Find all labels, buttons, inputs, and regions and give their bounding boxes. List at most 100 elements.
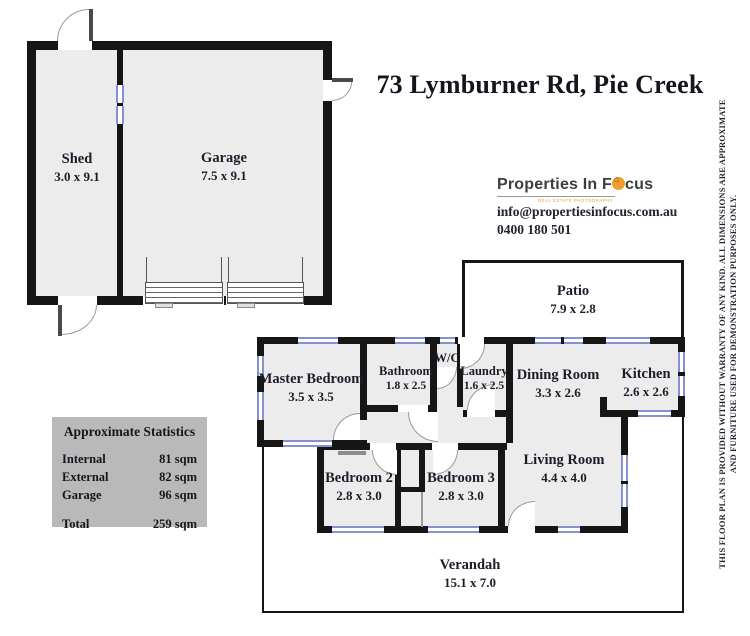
room-name: Verandah: [439, 557, 501, 573]
statistics-title: Approximate Statistics: [63, 424, 196, 439]
room-label-patio: Patio 7.9 x 2.8: [503, 283, 643, 317]
wall-segment: [360, 341, 367, 420]
stat-value: 259 sqm: [152, 517, 197, 531]
room-dims: 3.3 x 2.6: [535, 384, 581, 400]
room-dims: 2.8 x 3.0: [438, 487, 484, 503]
room-label-bathroom: Bathroom 1.8 x 2.5: [356, 364, 456, 393]
wall-segment: [430, 341, 437, 407]
window: [621, 484, 628, 507]
door-opening: [58, 296, 97, 305]
stat-value: 82 sqm: [159, 470, 197, 484]
door-opening: [370, 443, 396, 450]
room-dims: 3.0 x 9.1: [54, 168, 100, 184]
wall-segment: [317, 443, 507, 450]
stat-row-garage: Garage 96 sqm: [52, 488, 207, 503]
door-opening: [398, 405, 428, 412]
wall-segment: [27, 41, 36, 305]
logo-divider: [497, 196, 615, 197]
garage-door-track: [302, 257, 303, 283]
room-label-garage: Garage 7.5 x 9.1: [154, 150, 294, 184]
stat-label: Garage: [62, 488, 102, 502]
room-dims: 7.9 x 2.8: [550, 300, 596, 316]
window: [257, 392, 264, 420]
disclaimer-line-2: AND FURNITURE USED FOR DEMONSTRATION PUR…: [728, 194, 739, 474]
room-dims: 1.8 x 2.5: [385, 380, 427, 393]
wall-segment: [457, 341, 463, 407]
wall-segment: [600, 397, 607, 417]
room-dims: 4.4 x 4.0: [541, 469, 587, 485]
garage-roller-door: [227, 282, 304, 304]
room-dims: 15.1 x 7.0: [444, 574, 496, 590]
stat-value: 96 sqm: [159, 488, 197, 502]
window: [298, 337, 338, 344]
room-label-laundry: Laundry 1.6 x 2.5: [434, 364, 534, 393]
window: [535, 337, 561, 344]
room-label-bedroom-2: Bedroom 2 2.8 x 3.0: [299, 470, 419, 504]
room-label-wc: W/C: [427, 351, 467, 366]
room-dims: 3.5 x 3.5: [288, 388, 334, 404]
room-name: Living Room: [523, 452, 605, 468]
window: [283, 440, 332, 447]
window: [440, 337, 455, 344]
room-dims: 7.5 x 9.1: [201, 167, 247, 183]
contact-block: info@propertiesinfocus.com.au 0400 180 5…: [497, 203, 677, 238]
room-name: Dining Room: [516, 367, 600, 383]
window: [428, 526, 479, 533]
room-name: Shed: [61, 151, 93, 167]
wall-segment: [419, 450, 425, 490]
window: [395, 337, 425, 344]
room-label-shed: Shed 3.0 x 9.1: [27, 151, 127, 185]
room-label-living-room: Living Room 4.4 x 4.0: [504, 452, 624, 486]
window: [116, 85, 124, 103]
statistics-panel: Approximate Statistics Internal 81 sqm E…: [52, 417, 207, 531]
door-opening: [323, 80, 332, 101]
built-in-robe: [338, 451, 366, 455]
sun-house-icon: [612, 174, 626, 190]
door-opening: [467, 410, 495, 417]
door-swing-arc: [332, 82, 352, 101]
door-opening: [58, 41, 92, 50]
garage-roller-door: [145, 282, 223, 304]
patio-outline: [462, 260, 684, 344]
page-title: 73 Lymburner Rd, Pie Creek: [376, 70, 704, 99]
room-name: Kitchen: [621, 366, 671, 382]
wall-segment: [498, 443, 505, 533]
verandah-outline: [262, 611, 684, 613]
room-name: Laundry: [460, 364, 508, 378]
logo-text-pre: Properties In F: [497, 176, 613, 193]
garage-door-handle: [237, 303, 255, 308]
garage-door-track: [221, 257, 222, 283]
room-dims: 1.6 x 2.5: [463, 380, 505, 393]
logo-tagline: REAL ESTATE PHOTOGRAPHY: [538, 198, 614, 203]
stat-row-external: External 82 sqm: [52, 470, 207, 485]
room-name: Bathroom: [379, 364, 433, 378]
garage-door-track: [146, 257, 147, 283]
door-opening: [432, 443, 458, 450]
stat-label: Total: [62, 517, 90, 531]
room-label-master-bedroom: Master Bedroom 3.5 x 3.5: [241, 371, 381, 405]
room-label-verandah: Verandah 15.1 x 7.0: [400, 557, 540, 591]
room-name: Garage: [201, 150, 247, 166]
window: [116, 106, 124, 124]
wall-segment: [27, 41, 332, 50]
window: [332, 526, 384, 533]
room-dims: 2.8 x 3.0: [336, 487, 382, 503]
door-opening: [458, 337, 484, 344]
room-label-bedroom-3: Bedroom 3 2.8 x 3.0: [401, 470, 521, 504]
stat-label: Internal: [62, 452, 106, 466]
window: [257, 356, 264, 376]
room-label-dining-room: Dining Room 3.3 x 2.6: [488, 367, 628, 401]
room-label-kitchen: Kitchen 2.6 x 2.6: [586, 366, 706, 400]
stat-row-total: Total 259 sqm: [52, 517, 207, 532]
window: [564, 337, 583, 344]
room-name: Bedroom 2: [325, 470, 393, 486]
logo-text-post: cus: [625, 176, 654, 193]
stat-value: 81 sqm: [159, 452, 197, 466]
room-name: Master Bedroom: [258, 371, 364, 387]
verandah-outline: [262, 443, 264, 613]
garage-door-handle: [155, 303, 173, 308]
stat-label: External: [62, 470, 109, 484]
window: [638, 410, 671, 417]
window: [621, 455, 628, 481]
